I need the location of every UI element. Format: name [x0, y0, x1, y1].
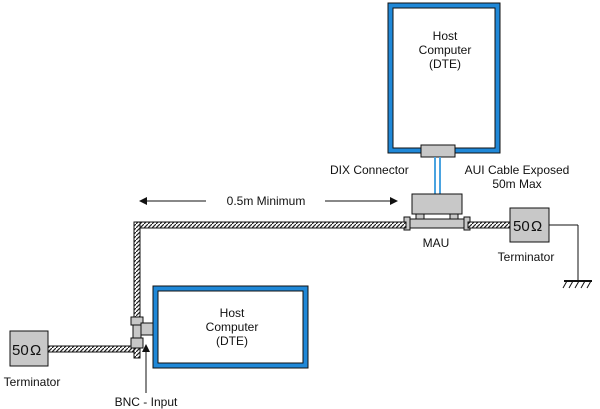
- host-bottom-line2: Computer: [206, 320, 259, 334]
- ohm-symbol-right: Ω: [531, 218, 542, 235]
- host-bottom-line1: Host: [220, 306, 245, 320]
- ground-icon: [549, 224, 592, 289]
- aui-cable: [434, 157, 441, 196]
- terminator-right-label: Terminator: [498, 250, 555, 264]
- host-computer-bottom: Host Computer (DTE): [152, 285, 309, 369]
- mau-label: MAU: [423, 236, 450, 250]
- min-distance-label: 0.5m Minimum: [227, 194, 306, 208]
- bnc-t-connector: [130, 316, 154, 349]
- terminator-right: 50 Ω: [509, 207, 550, 243]
- host-computer-top: Host Computer (DTE): [387, 2, 501, 154]
- host-bottom-line3: (DTE): [216, 334, 248, 348]
- dix-connector-label: DIX Connector: [330, 163, 409, 177]
- terminator-left-ohm-value: 50: [12, 342, 29, 359]
- aui-cable-label-line2: 50m Max: [492, 177, 541, 191]
- host-top-line2: Computer: [419, 43, 472, 57]
- host-top-line3: (DTE): [429, 57, 461, 71]
- bnc-input-label: BNC - Input: [115, 395, 178, 409]
- dix-connector: [420, 144, 456, 158]
- ohm-symbol-left: Ω: [30, 342, 41, 359]
- host-top-line1: Host: [433, 29, 458, 43]
- terminator-left: 50 Ω: [9, 330, 49, 367]
- aui-cable-label-line1: AUI Cable Exposed: [465, 163, 570, 177]
- terminator-left-label: Terminator: [4, 375, 61, 389]
- mau-device: [403, 193, 471, 231]
- terminator-right-ohm-value: 50: [513, 218, 530, 235]
